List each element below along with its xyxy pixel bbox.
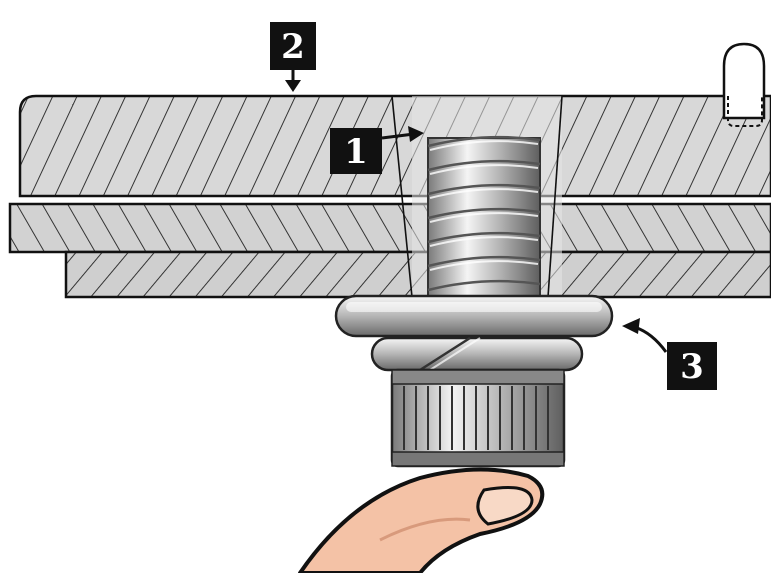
middle-panel [8,202,771,254]
top-panel [18,94,771,198]
callout-3-label: 3 [680,347,704,387]
callout-1: 1 [330,128,382,174]
callout-2: 2 [270,22,316,70]
callout-2-label: 2 [281,27,305,67]
left-arrow-icon [622,318,668,353]
threaded-stud [427,135,541,299]
hand-icon [298,467,545,573]
callout-3: 3 [667,342,717,390]
nut-body [370,336,584,372]
down-arrow-icon [285,70,301,92]
pin-tab [722,42,766,127]
knurled-knob [390,368,566,468]
washer [334,294,614,338]
callout-1-label: 1 [344,132,368,172]
right-arrow-icon [381,126,424,142]
